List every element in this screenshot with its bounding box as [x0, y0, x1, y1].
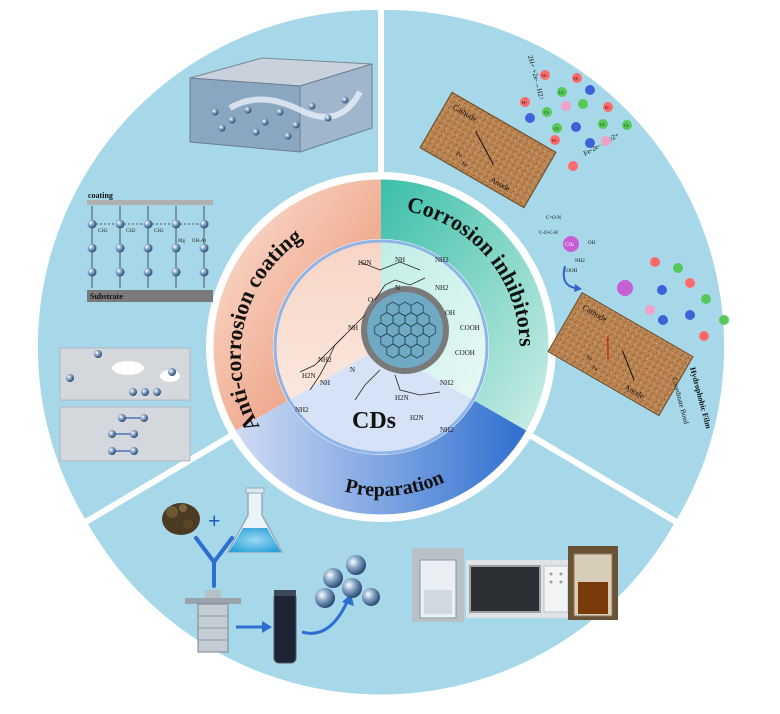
svg-text:CH2: CH2	[154, 229, 164, 234]
graphene-hexagon	[410, 343, 424, 359]
svg-text:H2N: H2N	[358, 259, 372, 267]
svg-text:Fe: Fe	[585, 355, 593, 363]
substrate-label: Substrate	[90, 292, 123, 301]
cd-molecule: H2N NH NH2 N NH2 OH COOH COOH O NH NH2 H…	[295, 256, 480, 434]
coating-3d-box	[189, 57, 373, 153]
functional-group-labels: H2N NH NH2 N NH2 OH COOH COOH O NH NH2 H…	[295, 256, 480, 434]
svg-text:Mg: Mg	[178, 239, 185, 244]
svg-text:H+: H+	[522, 100, 528, 105]
svg-text:NH2: NH2	[575, 259, 585, 264]
svg-text:NH2: NH2	[440, 379, 454, 387]
erlenmeyer-flask-icon	[226, 487, 284, 553]
svg-text:Cl-: Cl-	[600, 122, 606, 127]
metal-block-bottom: Cathode Anode Fe Fe	[547, 292, 694, 417]
svg-text:NH2: NH2	[295, 406, 309, 414]
microwave-photo	[466, 560, 572, 618]
svg-text:Fe: Fe	[460, 161, 468, 169]
svg-text:OH: OH	[588, 241, 596, 246]
preparation-panel: +	[162, 487, 618, 664]
svg-text:H+: H+	[552, 138, 558, 143]
svg-text:NH: NH	[348, 324, 358, 332]
svg-text:Cl-: Cl-	[624, 123, 630, 128]
ion-cloud-top: H+ Cl- H+ Cl- H+ H+ Cl- H+ Cl- Cl-	[520, 70, 632, 171]
combine-arrow-icon	[194, 536, 234, 588]
svg-text:H2N: H2N	[410, 414, 424, 422]
svg-text:CDs: CDs	[565, 243, 574, 248]
svg-text:COOH: COOH	[455, 349, 475, 357]
graphene-core	[367, 292, 443, 368]
svg-text:N: N	[395, 284, 400, 292]
svg-text:COOH: COOH	[563, 269, 578, 274]
svg-text:O: O	[368, 296, 373, 304]
svg-text:NH2: NH2	[318, 356, 332, 364]
svg-text:Fe: Fe	[454, 151, 462, 159]
svg-text:H+: H+	[605, 105, 611, 110]
metal-block-top: Cathode Anode Fe Fe	[419, 91, 557, 209]
coating-label: coating	[88, 191, 113, 200]
carbon-dots-spheres	[315, 555, 380, 608]
svg-text:CH2: CH2	[126, 229, 136, 234]
svg-text:NH2: NH2	[440, 426, 454, 434]
svg-text:H+: H+	[542, 73, 548, 78]
svg-text:C-O-C-H: C-O-C-H	[539, 231, 558, 236]
autoclave-reactor-icon	[185, 590, 241, 653]
svg-text:NH2: NH2	[435, 284, 449, 292]
svg-text:NH: NH	[320, 379, 330, 387]
svg-text:Fe: Fe	[590, 365, 598, 373]
product-tube-icon	[273, 590, 297, 664]
beaker-photo	[412, 548, 464, 622]
svg-text:H2N: H2N	[302, 372, 316, 380]
svg-text:Cl-: Cl-	[554, 126, 560, 131]
center-label-cds: CDs	[352, 408, 396, 434]
cd-dot	[563, 236, 579, 252]
plus-icon: +	[208, 508, 221, 533]
anti-corrosion-panel: coating Substrate CH2 CH2 CH2	[59, 57, 373, 462]
svg-text:Cl-: Cl-	[559, 90, 565, 95]
brown-solution-photo	[568, 546, 618, 620]
svg-text:H2N: H2N	[395, 394, 409, 402]
svg-text:H+: H+	[574, 76, 580, 81]
ion-cloud-bottom	[645, 257, 729, 341]
curved-arrow-icon	[301, 599, 350, 635]
svg-text:Cl-: Cl-	[544, 110, 550, 115]
svg-text:N: N	[350, 366, 355, 374]
svg-text:C=O-N: C=O-N	[546, 216, 561, 221]
svg-text:NH: NH	[395, 256, 405, 264]
svg-text:NH2: NH2	[435, 256, 449, 264]
coating-schematic: coating Substrate CH2 CH2 CH2	[87, 191, 213, 302]
svg-text:OH: OH	[445, 309, 455, 317]
svg-text:COOH: COOH	[460, 324, 480, 332]
biomass-pile	[162, 503, 200, 535]
diffusion-panels	[59, 347, 191, 462]
svg-text:OH-Al: OH-Al	[192, 239, 206, 244]
svg-text:CH2: CH2	[98, 229, 108, 234]
